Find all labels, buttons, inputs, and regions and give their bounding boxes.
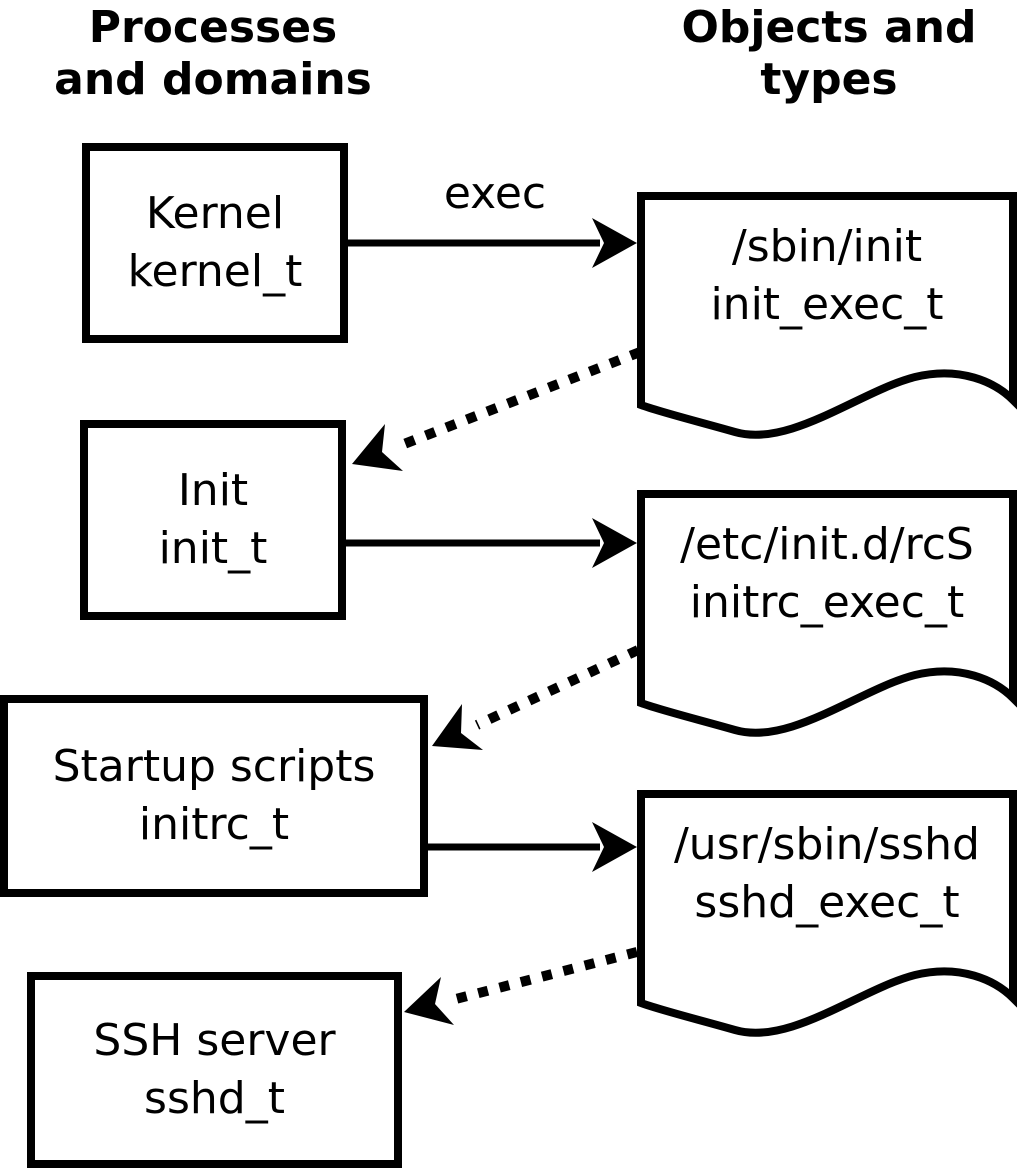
domain-type: init_t <box>158 523 268 574</box>
object-path: /etc/init.d/rcS <box>680 518 974 570</box>
domain-type: kernel_t <box>127 246 303 297</box>
object-type: initrc_exec_t <box>689 577 965 628</box>
process-label-startup-scripts: Startup scripts initrc_t <box>0 695 428 897</box>
process-box-startup-scripts <box>0 695 428 897</box>
process-label-init: Init init_t <box>80 420 346 620</box>
dotted-arrow-rcs-to-startup <box>432 645 641 750</box>
process-name: Kernel <box>145 187 285 239</box>
process-box-kernel <box>82 143 348 343</box>
process-name: Startup scripts <box>52 740 376 792</box>
process-box-init <box>80 420 346 620</box>
process-name: SSH server <box>93 1014 336 1066</box>
solid-arrow-startup-to-sshd <box>428 822 637 872</box>
solid-arrow-kernel-to-sbin-init <box>348 218 637 268</box>
solid-arrow-init-to-rcs <box>346 518 637 568</box>
domain-type: initrc_t <box>138 799 290 850</box>
object-label-usr-sbin-sshd: /usr/sbin/sshd sshd_exec_t <box>641 794 1013 954</box>
document-shape-etc-initd-rcs <box>637 490 1017 737</box>
dotted-arrow-sshd-to-sshserver <box>404 947 639 1025</box>
object-label-sbin-init: /sbin/init init_exec_t <box>641 196 1013 356</box>
object-label-etc-initd-rcs: /etc/init.d/rcS initrc_exec_t <box>641 494 1013 654</box>
domain-type: sshd_t <box>144 1073 285 1124</box>
object-type: sshd_exec_t <box>694 877 960 928</box>
column-header-processes: Processes and domains <box>54 2 372 105</box>
column-header-objects: Objects and types <box>681 2 977 105</box>
process-label-ssh-server: SSH server sshd_t <box>27 972 402 1168</box>
object-path: /usr/sbin/sshd <box>673 818 980 870</box>
process-label-kernel: Kernel kernel_t <box>82 143 348 343</box>
process-box-ssh-server <box>27 972 402 1168</box>
process-name: Init <box>177 464 249 516</box>
dotted-arrow-sbin-init-to-init <box>352 347 642 471</box>
exec-arrow-label: exec <box>443 168 547 219</box>
document-shape-usr-sbin-sshd <box>637 790 1017 1037</box>
object-path: /sbin/init <box>731 220 923 272</box>
object-type: init_exec_t <box>710 279 944 330</box>
document-shape-sbin-init <box>637 192 1017 439</box>
